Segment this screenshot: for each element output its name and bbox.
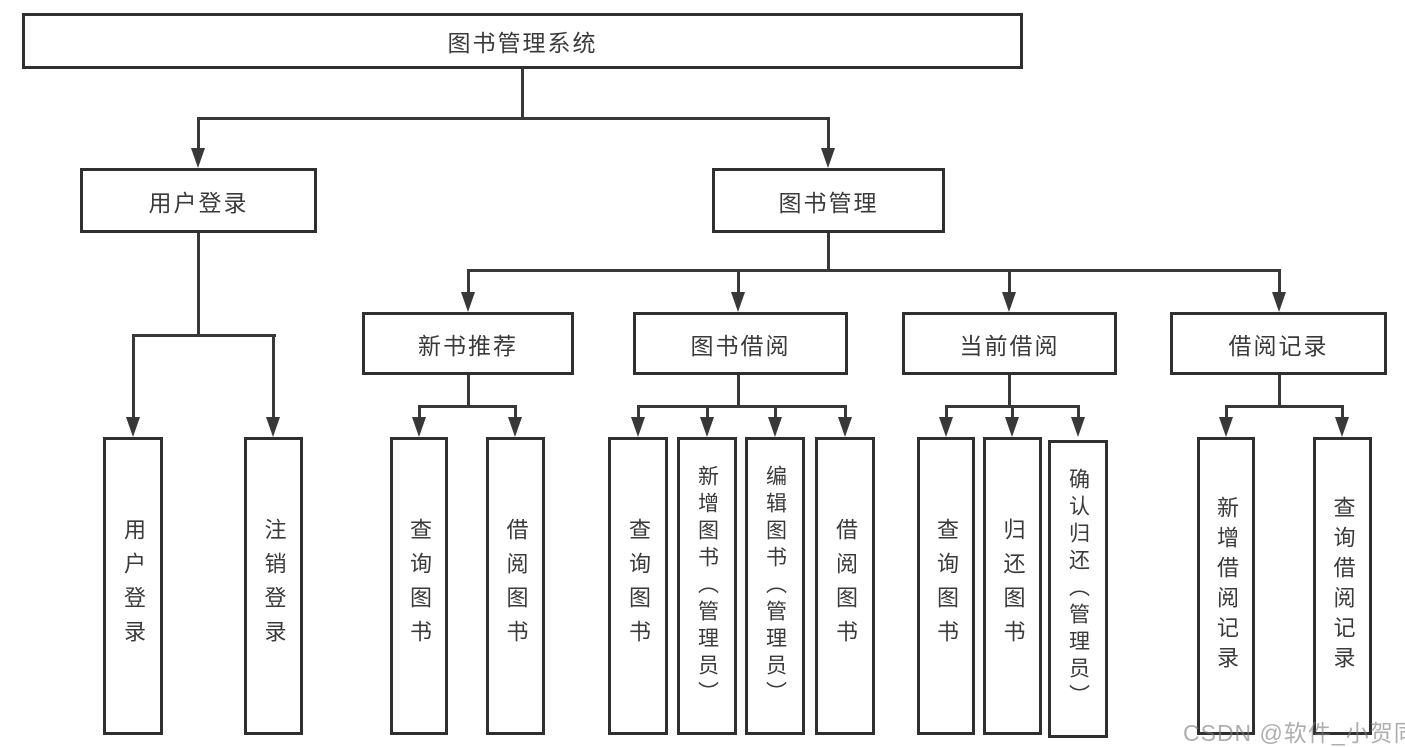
category-label: 图书借阅 bbox=[690, 332, 791, 359]
leaf-add-borrow-record: 新增借阅记录 bbox=[1197, 437, 1255, 735]
arrow-down-icon bbox=[461, 292, 475, 312]
connector-leaf-drop bbox=[1225, 405, 1228, 419]
arrow-down-icon bbox=[821, 148, 835, 168]
leaf-query-borrow-record: 查询借阅记录 bbox=[1313, 437, 1372, 735]
arrow-down-icon bbox=[700, 417, 714, 437]
arrow-down-icon bbox=[631, 417, 645, 437]
leaf-borrow-books: 借阅图书 bbox=[815, 437, 875, 735]
arrow-down-icon bbox=[1335, 417, 1349, 437]
arrow-down-icon bbox=[508, 417, 522, 437]
connector-leaf-drop bbox=[1077, 405, 1080, 419]
leaf-label: 用户登录 bbox=[121, 518, 146, 654]
arrow-down-icon bbox=[412, 417, 426, 437]
category-label: 当前借阅 bbox=[959, 332, 1060, 359]
branch-user-login-label: 用户登录 bbox=[148, 189, 249, 216]
arrow-down-icon bbox=[939, 417, 953, 437]
leaf-confirm-return-admin: 确认归还（管理员） bbox=[1048, 440, 1108, 738]
leaf-borrow-books-recommend: 借阅图书 bbox=[486, 437, 545, 735]
arrow-down-icon bbox=[731, 292, 745, 312]
arrow-down-icon bbox=[1272, 292, 1286, 312]
connector-leaf-drop bbox=[945, 405, 948, 419]
arrow-down-icon bbox=[1219, 417, 1233, 437]
connector-leaf-drop bbox=[844, 405, 847, 419]
leaf-logout: 注销登录 bbox=[244, 437, 303, 735]
category-borrow-records: 借阅记录 bbox=[1170, 312, 1387, 375]
leaf-label: 编辑图书（管理员） bbox=[763, 464, 787, 708]
connector-newbook-stem bbox=[467, 375, 470, 408]
leaf-label: 查询图书 bbox=[407, 518, 432, 654]
arrow-down-icon bbox=[191, 148, 205, 168]
connector-category-drop bbox=[1278, 269, 1281, 294]
category-label: 借阅记录 bbox=[1228, 332, 1329, 359]
leaf-user-login: 用户登录 bbox=[103, 437, 163, 735]
connector-level2-rail bbox=[197, 117, 830, 120]
branch-book-management-label: 图书管理 bbox=[778, 189, 879, 216]
leaf-query-books-recommend: 查询图书 bbox=[390, 437, 448, 735]
leaf-label: 确认归还（管理员） bbox=[1066, 467, 1090, 711]
leaf-label: 借阅图书 bbox=[503, 518, 529, 654]
leaf-query-books-current: 查询图书 bbox=[917, 437, 975, 735]
connector-leaf-drop bbox=[1011, 405, 1014, 419]
category-label: 新书推荐 bbox=[418, 332, 518, 359]
arrow-down-icon bbox=[838, 417, 852, 437]
leaf-label: 查询图书 bbox=[934, 518, 959, 654]
connector-currentborrow-stem bbox=[1008, 375, 1011, 408]
arrow-down-icon bbox=[768, 417, 782, 437]
connector-user-login-stem bbox=[197, 233, 200, 336]
leaf-return-books: 归还图书 bbox=[983, 437, 1042, 735]
leaf-edit-book-admin: 编辑图书（管理员） bbox=[745, 437, 805, 735]
arrow-down-icon bbox=[1002, 292, 1016, 312]
connector-book-mgmt-drop bbox=[827, 117, 830, 150]
leaf-label: 查询借阅记录 bbox=[1330, 496, 1356, 676]
connector-root-stem bbox=[521, 69, 524, 118]
root-node-label: 图书管理系统 bbox=[447, 30, 598, 56]
leaf-add-book-admin: 新增图书（管理员） bbox=[677, 437, 737, 735]
leaf-label: 注销登录 bbox=[261, 518, 287, 654]
connector-category-drop bbox=[467, 269, 470, 294]
connector-records-stem bbox=[1278, 375, 1281, 408]
arrow-down-icon bbox=[126, 417, 140, 437]
connector-newbook-rail bbox=[418, 405, 517, 408]
connector-records-rail bbox=[1225, 405, 1343, 408]
arrow-down-icon bbox=[1071, 417, 1085, 437]
connector-leaf-drop bbox=[272, 334, 275, 419]
leaf-query-books-borrow: 查询图书 bbox=[608, 437, 668, 735]
connector-leaf-drop bbox=[706, 405, 709, 419]
leaf-label: 新增借阅记录 bbox=[1214, 496, 1239, 676]
category-book-borrow: 图书借阅 bbox=[633, 312, 848, 375]
connector-leaf-drop bbox=[774, 405, 777, 419]
connector-category-drop bbox=[737, 269, 740, 294]
connector-bookborrow-rail bbox=[637, 405, 846, 408]
connector-bookborrow-stem bbox=[737, 375, 740, 408]
csdn-watermark: CSDN @软件_小贺同学 bbox=[1183, 720, 1405, 746]
connector-leaf-drop bbox=[514, 405, 517, 419]
connector-leaf-drop bbox=[637, 405, 640, 419]
leaf-label: 归还图书 bbox=[1000, 518, 1026, 654]
connector-user-login-drop bbox=[197, 117, 200, 150]
arrow-down-icon bbox=[1005, 417, 1019, 437]
connector-leaf-drop bbox=[418, 405, 421, 419]
leaf-label: 借阅图书 bbox=[833, 518, 858, 654]
connector-leaf-drop bbox=[1341, 405, 1344, 419]
root-node: 图书管理系统 bbox=[22, 13, 1023, 69]
connector-level3-rail bbox=[467, 269, 1281, 272]
category-new-book-recommend: 新书推荐 bbox=[362, 312, 574, 375]
connector-user-login-rail bbox=[132, 334, 276, 337]
category-current-borrow: 当前借阅 bbox=[902, 312, 1117, 375]
branch-book-management: 图书管理 bbox=[712, 168, 945, 233]
connector-book-mgmt-stem bbox=[827, 233, 830, 272]
arrow-down-icon bbox=[266, 417, 280, 437]
connector-leaf-drop bbox=[132, 334, 135, 419]
connector-category-drop bbox=[1008, 269, 1011, 294]
leaf-label: 查询图书 bbox=[626, 518, 651, 654]
leaf-label: 新增图书（管理员） bbox=[695, 464, 719, 708]
branch-user-login: 用户登录 bbox=[80, 168, 317, 233]
